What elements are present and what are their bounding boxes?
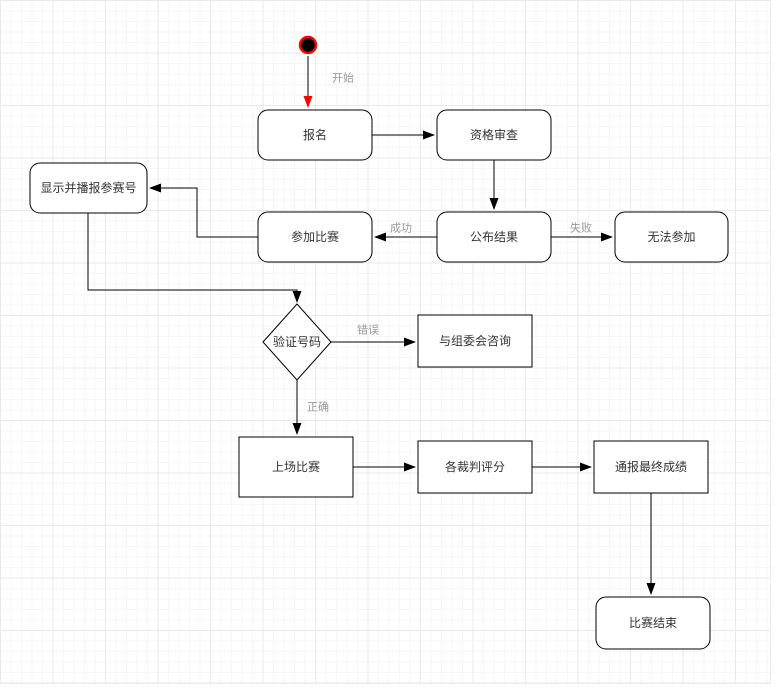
node-xianshi-bobao[interactable]: 显示并播报参赛号 bbox=[29, 162, 148, 214]
edge-label-yanzheng-to-shangchang: 正确 bbox=[307, 401, 329, 414]
node-shape-caipan-pingfen[interactable] bbox=[417, 440, 533, 494]
node-shape-gongbu-jieguo[interactable] bbox=[436, 211, 552, 263]
node-wufa-canjia[interactable]: 无法参加 bbox=[614, 211, 729, 263]
node-label-caipan-pingfen: 各裁判评分 bbox=[445, 459, 505, 474]
edge-label-start-to-baoming: 开始 bbox=[332, 71, 354, 85]
node-shape-canjia-bisai[interactable] bbox=[257, 211, 373, 263]
node-label-zige-shencha: 资格审查 bbox=[470, 127, 518, 142]
node-label-tongbao-chengji: 通报最终成绩 bbox=[615, 459, 687, 474]
node-shape-zige-shencha[interactable] bbox=[436, 109, 552, 161]
node-zige-shencha[interactable]: 资格审查 bbox=[436, 109, 552, 161]
node-label-bisai-jieshu: 比赛结束 bbox=[629, 615, 677, 630]
node-label-gongbu-jieguo: 公布结果 bbox=[470, 230, 518, 244]
node-shape-zuweihui-zixun[interactable] bbox=[417, 314, 533, 368]
edge-canjia-to-xianshi[interactable] bbox=[149, 183, 258, 238]
node-shape-wufa-canjia[interactable] bbox=[614, 211, 729, 263]
node-zuweihui-zixun[interactable]: 与组委会咨询 bbox=[417, 314, 533, 368]
node-shape-bisai-jieshu[interactable] bbox=[595, 596, 711, 650]
node-canjia-bisai[interactable]: 参加比赛 bbox=[257, 211, 373, 263]
node-gongbu-jieguo[interactable]: 公布结果 bbox=[436, 211, 552, 263]
node-shape-xianshi-bobao[interactable] bbox=[29, 162, 148, 214]
node-tongbao-chengji[interactable]: 通报最终成绩 bbox=[593, 440, 709, 494]
node-shape-tongbao-chengji[interactable] bbox=[593, 440, 709, 494]
node-label-zuweihui-zixun: 与组委会咨询 bbox=[439, 333, 511, 348]
node-shape-shangchang-bisai[interactable] bbox=[238, 436, 354, 498]
node-shape-baoming[interactable] bbox=[257, 109, 373, 161]
edge-label-yanzheng-to-zixun: 错误 bbox=[357, 323, 379, 337]
node-caipan-pingfen[interactable]: 各裁判评分 bbox=[417, 440, 533, 494]
decision-diamond-yanzheng-haoma[interactable] bbox=[262, 303, 332, 381]
node-baoming[interactable]: 报名 bbox=[257, 109, 373, 161]
node-yanzheng-haoma[interactable]: 验证号码 bbox=[262, 303, 332, 381]
node-label-baoming: 报名 bbox=[303, 127, 327, 142]
node-label-yanzheng-haoma: 验证号码 bbox=[273, 334, 321, 349]
node-label-shangchang-bisai: 上场比赛 bbox=[272, 459, 320, 474]
node-bisai-jieshu[interactable]: 比赛结束 bbox=[595, 596, 711, 650]
edge-label-gongbu-to-canjia: 成功 bbox=[390, 222, 412, 235]
node-label-canjia-bisai: 参加比赛 bbox=[291, 229, 339, 244]
node-start[interactable] bbox=[298, 35, 318, 55]
node-label-xianshi-bobao: 显示并播报参赛号 bbox=[40, 180, 136, 195]
start-node-icon[interactable] bbox=[298, 35, 318, 55]
node-shangchang-bisai[interactable]: 上场比赛 bbox=[238, 436, 354, 498]
node-label-wufa-canjia: 无法参加 bbox=[647, 229, 695, 244]
edge-xianshi-to-yanzheng[interactable] bbox=[87, 213, 302, 303]
edge-label-gongbu-to-wufa: 失败 bbox=[570, 221, 592, 235]
